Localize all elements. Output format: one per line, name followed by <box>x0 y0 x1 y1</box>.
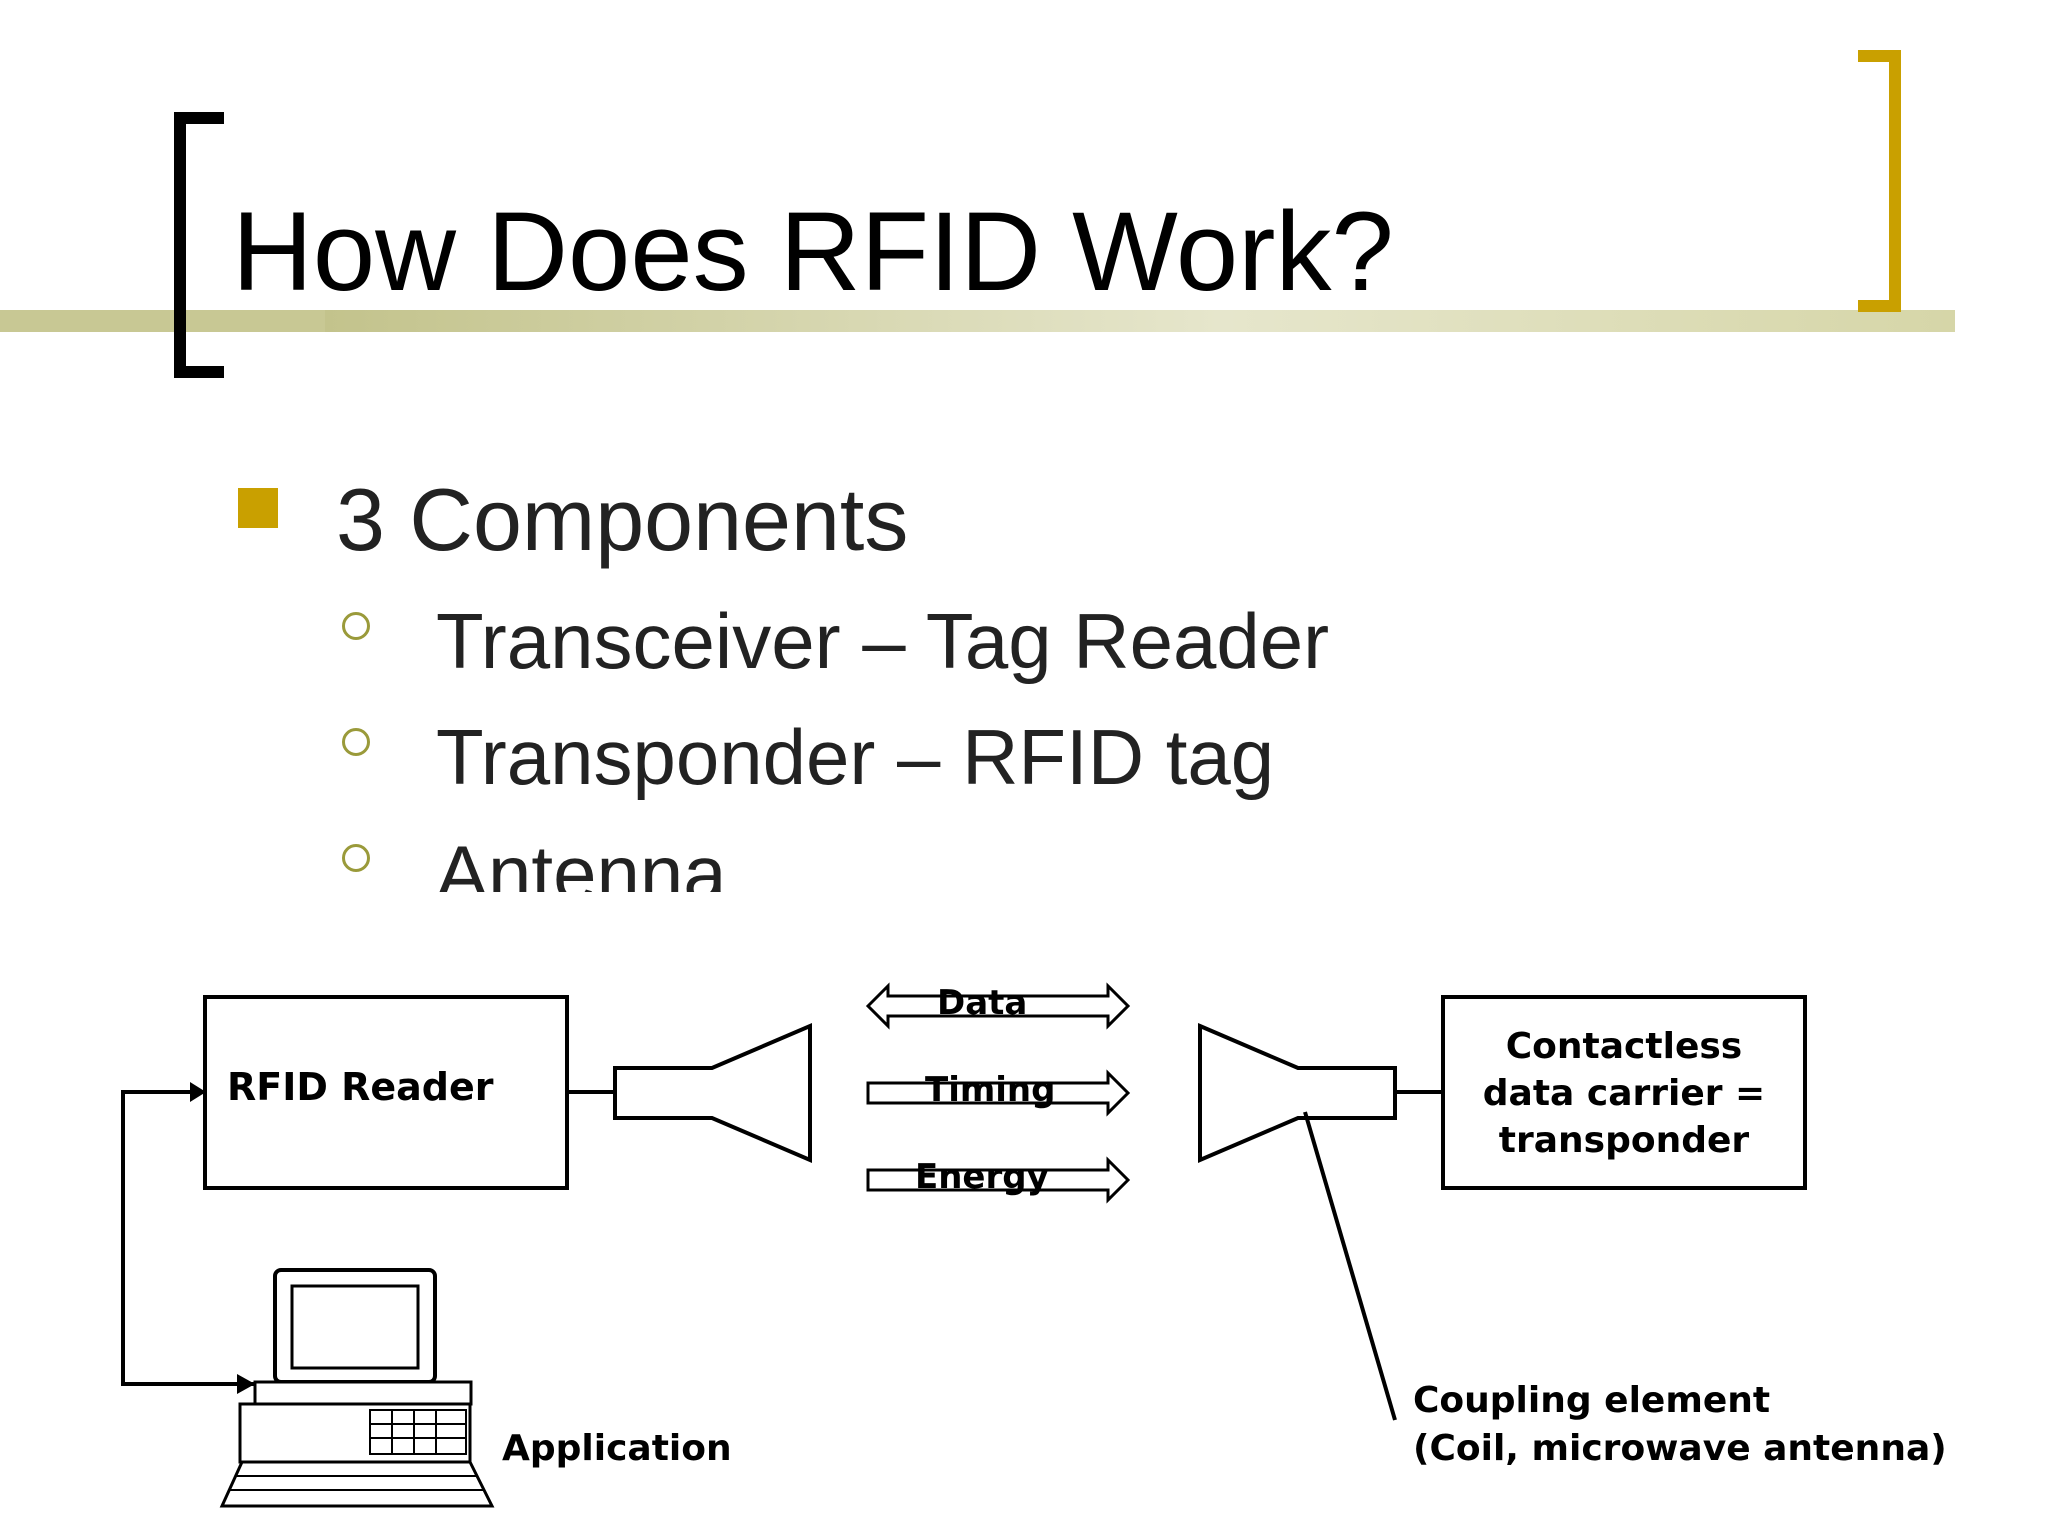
application-label: Application <box>502 1428 732 1469</box>
bullet-item-3: Antenna <box>436 829 727 892</box>
application-loop-connector <box>121 1090 255 1386</box>
title-underline-left <box>0 310 325 332</box>
data-double-arrow-icon <box>865 982 1131 1030</box>
carrier-line-2: data carrier = <box>1483 1073 1765 1114</box>
title-underline <box>325 310 1955 332</box>
bullet-main: 3 Components <box>336 470 909 569</box>
arrow-to-reader-icon <box>190 1082 206 1102</box>
transponder-box <box>1441 995 1807 1190</box>
square-bullet-icon <box>238 488 278 528</box>
bullet-clip-region: Transceiver – Tag Reader Transponder – R… <box>0 590 2048 892</box>
timing-arrow-icon <box>866 1069 1131 1117</box>
transponder-antenna-icon <box>1198 1022 1397 1164</box>
coupling-pointer-line <box>1303 1111 1397 1421</box>
energy-label: Energy <box>915 1157 1049 1197</box>
circle-bullet-icon <box>342 728 370 756</box>
carrier-line-3: transponder <box>1499 1120 1750 1161</box>
left-bracket <box>174 112 224 378</box>
title-decoration <box>0 50 1955 378</box>
carrier-line-1: Contactless <box>1506 1026 1742 1067</box>
energy-arrow-icon <box>866 1156 1131 1204</box>
reader-label: RFID Reader <box>227 1065 494 1109</box>
circle-bullet-icon <box>342 844 370 872</box>
coupling-line-1: Coupling element <box>1413 1380 1770 1421</box>
reader-box <box>203 995 569 1190</box>
computer-icon <box>219 1268 495 1508</box>
data-label: Data <box>937 983 1027 1023</box>
reader-antenna-icon <box>613 1022 812 1164</box>
arrow-to-computer-icon <box>237 1374 255 1394</box>
coupling-line-2: (Coil, microwave antenna) <box>1413 1428 1947 1469</box>
bullet-item-2: Transponder – RFID tag <box>436 713 1275 801</box>
right-bracket <box>1858 50 1901 312</box>
timing-label: Timing <box>925 1070 1055 1110</box>
bullet-item-1: Transceiver – Tag Reader <box>436 597 1330 685</box>
rfid-diagram: RFID Reader Data Timing Energy Contactle… <box>121 982 1947 1508</box>
circle-bullet-icon <box>342 612 370 640</box>
slide-title: How Does RFID Work? <box>232 189 1394 314</box>
